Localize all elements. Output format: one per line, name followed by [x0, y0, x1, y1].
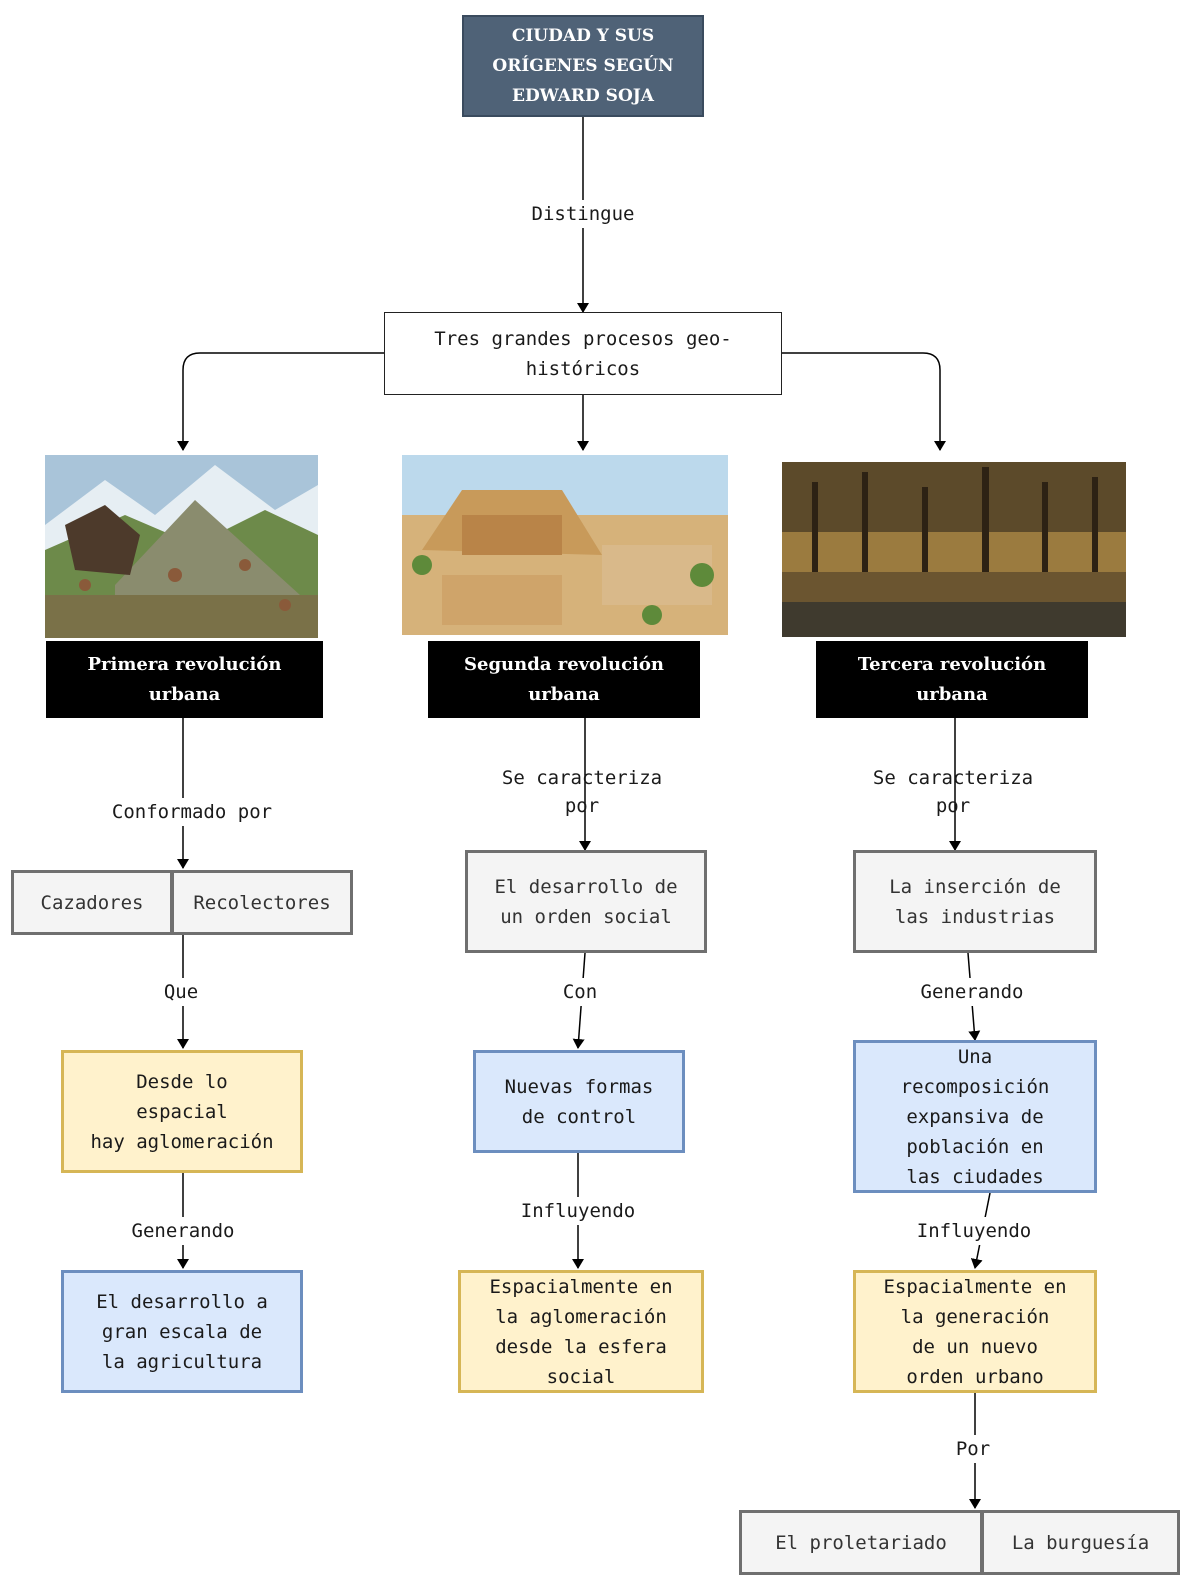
proletariado-node: El proletariado — [739, 1510, 983, 1575]
edge-label-influyendo-3: Influyendo — [916, 1217, 1032, 1245]
edge-label-por: Por — [955, 1435, 991, 1463]
edge-label-se-caracteriza-2: Se caracteriza por — [501, 767, 663, 817]
industrias-node: La inserción de las industrias — [853, 850, 1097, 953]
edge-label-influyendo-2: Influyendo — [520, 1197, 636, 1225]
agricultura-node: El desarrollo a gran escala de la agricu… — [61, 1270, 303, 1393]
esfera-social-node: Espacialmente en la aglomeración desde l… — [458, 1270, 704, 1393]
edge-procesos-col1 — [177, 352, 384, 451]
edge-label-distingue: Distingue — [531, 200, 635, 228]
segunda-revolucion-heading: Segunda revolución urbana — [428, 641, 700, 718]
aglomeracion-node: Desde lo espacial hay aglomeración — [61, 1050, 303, 1173]
edge-label-generando-1: Generando — [131, 1217, 235, 1245]
control-node: Nuevas formas de control — [473, 1050, 685, 1153]
edge-label-conformado-por: Conformado por — [111, 798, 273, 826]
recolectores-node: Recolectores — [171, 870, 353, 935]
procesos-node: Tres grandes procesos geo- históricos — [384, 312, 782, 395]
edge-label-generando-3: Generando — [920, 978, 1024, 1006]
mesopotamian-city-image — [402, 455, 728, 635]
edge-procesos-col3 — [782, 352, 946, 451]
orden-urbano-node: Espacialmente en la generación de un nue… — [853, 1270, 1097, 1393]
orden-social-node: El desarrollo de un orden social — [465, 850, 707, 953]
burguesia-node: La burguesía — [981, 1510, 1180, 1575]
recomposicion-node: Una recomposición expansiva de población… — [853, 1040, 1097, 1193]
tercera-revolucion-heading: Tercera revolución urbana — [816, 641, 1088, 718]
primera-revolucion-heading: Primera revolución urbana — [46, 641, 323, 718]
prehistoric-camp-image — [45, 455, 318, 638]
industrial-city-image — [782, 462, 1126, 637]
edge-label-se-caracteriza-3: Se caracteriza por — [872, 767, 1034, 817]
title-node: CIUDAD Y SUS ORÍGENES SEGÚN EDWARD SOJA — [462, 15, 704, 117]
edge-label-que: Que — [163, 978, 199, 1006]
edge-label-con: Con — [562, 978, 598, 1006]
cazadores-node: Cazadores — [11, 870, 173, 935]
